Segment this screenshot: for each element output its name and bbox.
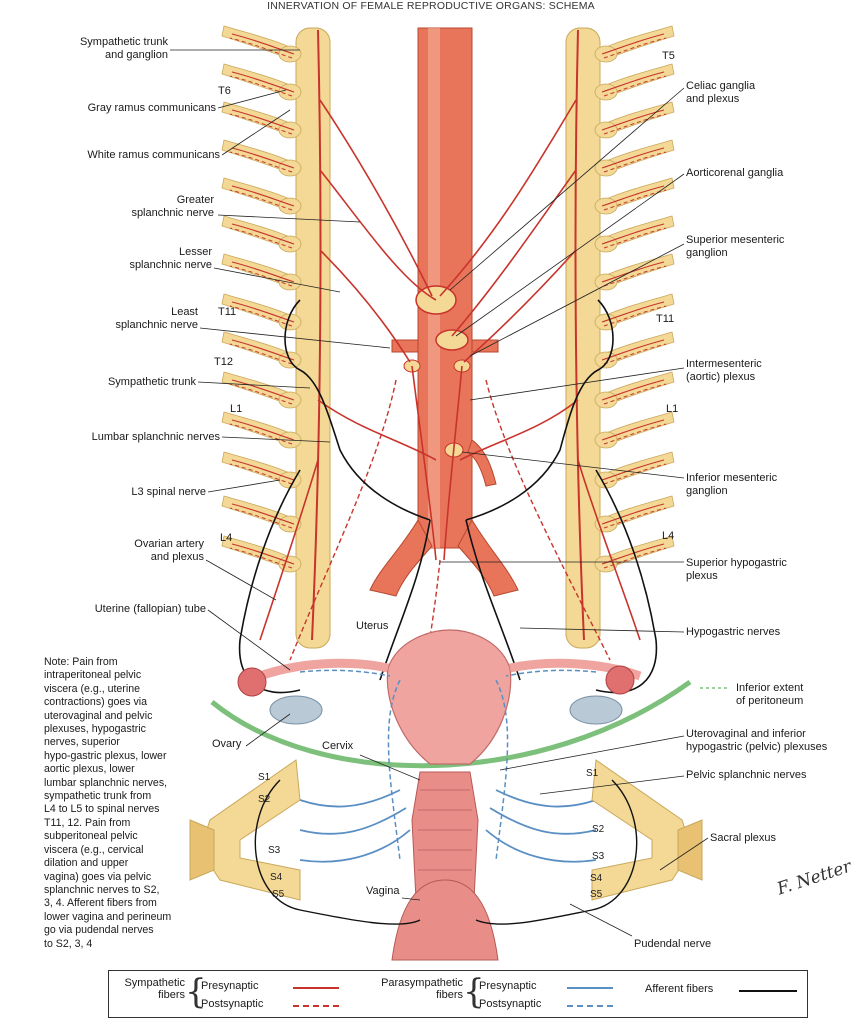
- label-inferior-extent: Inferior extent of peritoneum: [736, 682, 804, 707]
- label-l1-left: L1: [230, 403, 243, 415]
- label-uterus: Uterus: [356, 620, 389, 632]
- legend-sym-pre: Presynaptic: [201, 980, 259, 992]
- legend-brace-2: {: [463, 972, 485, 1012]
- pudendal-nerves: [254, 779, 638, 925]
- sacral-left-s5: S5: [272, 889, 285, 900]
- label-l1-right: L1: [666, 403, 679, 415]
- leader-lines: [170, 49, 709, 937]
- label-cervix: Cervix: [322, 740, 354, 752]
- label-vagina: Vagina: [366, 885, 400, 897]
- label-lesser-splanchnic: Lesser splanchnic nerve: [129, 246, 212, 271]
- label-t6: T6: [218, 85, 231, 97]
- label-sacral-plexus: Sacral plexus: [710, 832, 777, 844]
- label-superior-mesenteric: Superior mesenteric ganglion: [686, 234, 785, 259]
- label-greater-splanchnic: Greater splanchnic nerve: [131, 194, 214, 219]
- right-ovary: [569, 695, 623, 725]
- sacral-right-s4: S4: [590, 873, 603, 884]
- legend: Sympathetic fibers { Presynaptic Postsyn…: [108, 970, 808, 1018]
- sacral-left-s4: S4: [270, 872, 283, 883]
- diagram-title: INNERVATION OF FEMALE REPRODUCTIVE ORGAN…: [267, 0, 595, 12]
- label-t11-right: T11: [656, 313, 675, 325]
- legend-afferent: Afferent fibers: [645, 983, 714, 995]
- label-uterine-tube: Uterine (fallopian) tube: [94, 603, 206, 615]
- legend-brace-1: {: [185, 972, 207, 1012]
- parasympathetic-postsynaptic: [299, 669, 597, 861]
- afferent-fibers: [238, 299, 658, 694]
- splanchnic-nerves: [259, 99, 641, 641]
- sacral-left-s3: S3: [268, 845, 281, 856]
- sacral-right-s5: S5: [590, 889, 603, 900]
- label-l4-right: L4: [662, 530, 675, 542]
- legend-swatch-sym-pre: [293, 987, 339, 989]
- legend-swatch-afferent: [739, 990, 797, 992]
- label-intermesenteric: Intermesenteric (aortic) plexus: [686, 358, 762, 383]
- left-sacral-plexus: [189, 759, 301, 901]
- sacral-right-s3: S3: [592, 851, 605, 862]
- left-sympathetic-trunk: [311, 29, 322, 641]
- label-gray-ramus: Gray ramus communicans: [87, 102, 216, 114]
- label-celiac: Celiac ganglia and plexus: [686, 80, 756, 105]
- sacral-left-s2: S2: [258, 794, 271, 805]
- label-hypogastric-nerves: Hypogastric nerves: [686, 626, 781, 638]
- right-vertebral-column: [565, 25, 675, 649]
- label-t11-left: T11: [218, 306, 237, 318]
- label-l3-spinal: L3 spinal nerve: [131, 486, 206, 498]
- label-uterovaginal: Uterovaginal and inferior hypogastric (p…: [686, 728, 828, 753]
- legend-para-post: Postsynaptic: [479, 998, 542, 1010]
- vagina: [391, 771, 499, 961]
- sacral-left-s1: S1: [258, 772, 271, 783]
- legend-swatch-sym-post: [293, 1005, 339, 1007]
- sacral-right-s2: S2: [592, 824, 605, 835]
- label-lumbar-splanchnic: Lumbar splanchnic nerves: [91, 431, 220, 443]
- label-inferior-mesenteric: Inferior mesenteric ganglion: [686, 472, 778, 497]
- label-superior-hypogastric: Superior hypogastric plexus: [686, 557, 787, 582]
- sacral-right-s1: S1: [586, 768, 599, 779]
- legend-swatch-para-pre: [567, 987, 613, 989]
- label-t5: T5: [662, 50, 675, 62]
- label-ovarian-artery: Ovarian artery and plexus: [134, 538, 204, 563]
- legend-swatch-para-post: [567, 1005, 613, 1007]
- label-pelvic-splanchnic: Pelvic splanchnic nerves: [686, 769, 807, 781]
- label-white-ramus: White ramus communicans: [87, 149, 220, 161]
- legend-sympathetic: Sympathetic fibers: [124, 977, 185, 1001]
- label-t12: T12: [214, 356, 233, 368]
- pain-note: Note: Pain from intraperitoneal pelvic v…: [44, 656, 172, 950]
- legend-sym-post: Postsynaptic: [201, 998, 264, 1010]
- legend-para-pre: Presynaptic: [479, 980, 537, 992]
- right-sympathetic-trunk: [574, 29, 585, 641]
- label-sympathetic-trunk-ganglion: Sympathetic trunk and ganglion: [79, 36, 168, 61]
- label-sympathetic-trunk: Sympathetic trunk: [107, 376, 196, 388]
- label-l4-left: L4: [220, 532, 233, 544]
- label-aorticorenal: Aorticorenal ganglia: [686, 167, 784, 179]
- uterus: [237, 629, 642, 765]
- label-least-splanchnic: Least splanchnic nerve: [115, 306, 198, 331]
- legend-parasympathetic: Parasympathetic fibers: [381, 977, 463, 1001]
- left-ovary: [269, 695, 323, 725]
- label-ovary: Ovary: [212, 738, 242, 750]
- label-pudendal: Pudendal nerve: [634, 938, 712, 950]
